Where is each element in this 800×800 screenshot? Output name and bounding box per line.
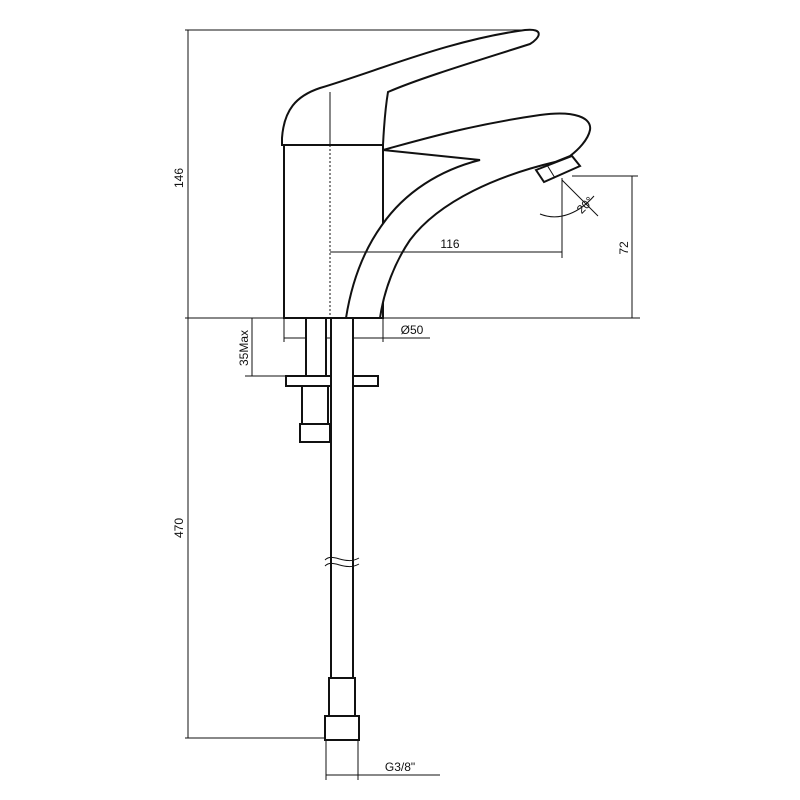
angle-ray <box>561 179 599 217</box>
dim-label-146: 146 <box>172 168 186 188</box>
aerator-detail <box>546 164 556 179</box>
flexible-hose <box>330 317 354 723</box>
hose-ferrule <box>328 677 356 719</box>
angle-arc <box>539 195 595 218</box>
spout <box>344 112 592 319</box>
hose-break <box>324 556 360 562</box>
threaded-stud <box>305 317 327 383</box>
hose-break-2 <box>324 562 360 568</box>
dim-label-thread: G3/8" <box>385 760 415 774</box>
dim-label-470: 470 <box>172 518 186 538</box>
lever-handle <box>281 28 540 146</box>
fixing-nut-head <box>299 423 331 443</box>
dim-label-116: 116 <box>440 237 459 251</box>
dim-label-50: Ø50 <box>401 323 424 337</box>
fixing-nut <box>301 385 329 431</box>
dim-label-35max: 35Max <box>237 330 251 366</box>
aerator <box>534 154 582 184</box>
hose-nut <box>324 715 360 741</box>
dim-label-72: 72 <box>617 241 631 255</box>
